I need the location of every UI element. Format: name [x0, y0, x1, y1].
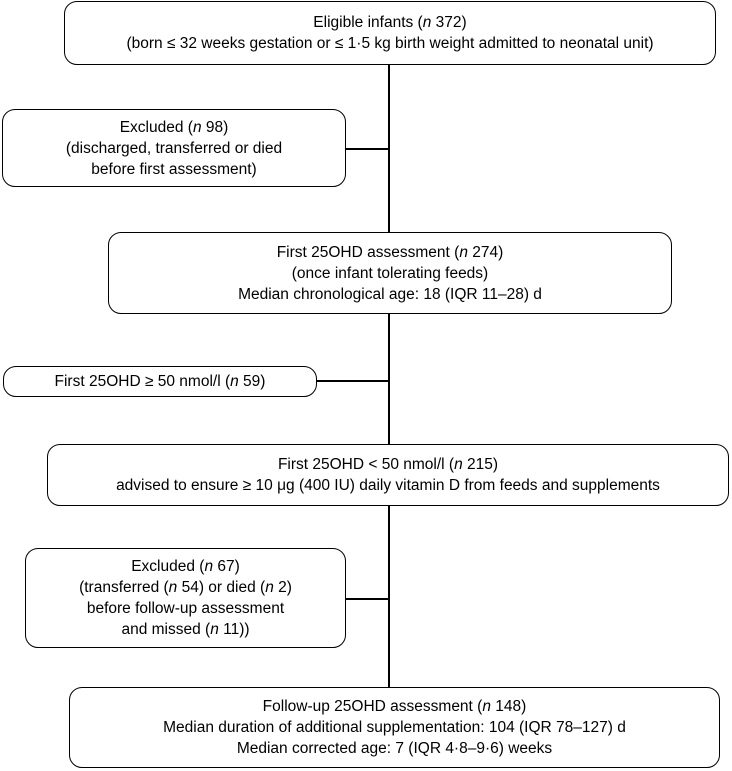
branch-line-sufficient: [317, 380, 389, 382]
branch-line-excluded-first: [346, 148, 389, 150]
excluded-followup-reason-2: before follow-up assessment: [86, 600, 285, 617]
first-assessment-median-age: Median chronological age: 18 (IQR 11–28)…: [238, 285, 542, 303]
sufficient-title: First 25OHD ≥ 50 nmol/l (n 59): [54, 373, 266, 390]
excluded-followup-title: Excluded (n 67): [131, 558, 240, 575]
first-assessment-box: First 25OHD assessment (n 274) (once inf…: [108, 232, 672, 314]
excluded-first-box: Excluded (n 98) (discharged, transferred…: [2, 109, 346, 187]
first-assessment-condition: (once infant tolerating feeds): [291, 264, 489, 282]
insufficient-25ohd-box: First 25OHD < 50 nmol/l (n 215) advised …: [47, 444, 729, 506]
insufficient-advice: advised to ensure ≥ 10 μg (400 IU) daily…: [116, 477, 660, 494]
branch-line-excluded-followup: [346, 598, 389, 600]
followup-title: Follow-up 25OHD assessment (n 148): [262, 698, 527, 715]
followup-assessment-box: Follow-up 25OHD assessment (n 148) Media…: [69, 687, 720, 768]
sufficient-25ohd-box: First 25OHD ≥ 50 nmol/l (n 59): [3, 366, 317, 397]
excluded-first-reason-2: before first assessment): [91, 160, 257, 178]
followup-corrected-age: Median corrected age: 7 (IQR 4·8–9·6) we…: [236, 740, 553, 757]
excluded-first-title: Excluded (n 98): [119, 118, 229, 136]
eligible-criteria: (born ≤ 32 weeks gestation or ≤ 1·5 kg b…: [126, 35, 654, 52]
excluded-followup-box: Excluded (n 67) (transferred (n 54) or d…: [25, 548, 346, 648]
insufficient-title: First 25OHD < 50 nmol/l (n 215): [277, 456, 499, 473]
main-trunk-line: [388, 65, 390, 687]
eligible-infants-box: Eligible infants (n 372) (born ≤ 32 week…: [64, 1, 716, 65]
followup-supplementation-duration: Median duration of additional supplement…: [163, 719, 626, 736]
excluded-first-reason-1: (discharged, transferred or died: [65, 139, 283, 157]
first-assessment-title: First 25OHD assessment (n 274): [276, 243, 504, 261]
excluded-followup-reason-3: and missed (n 11)): [121, 621, 250, 638]
excluded-followup-reason-1: (transferred (n 54) or died (n 2): [79, 579, 292, 596]
eligible-title: Eligible infants (n 372): [313, 14, 467, 31]
